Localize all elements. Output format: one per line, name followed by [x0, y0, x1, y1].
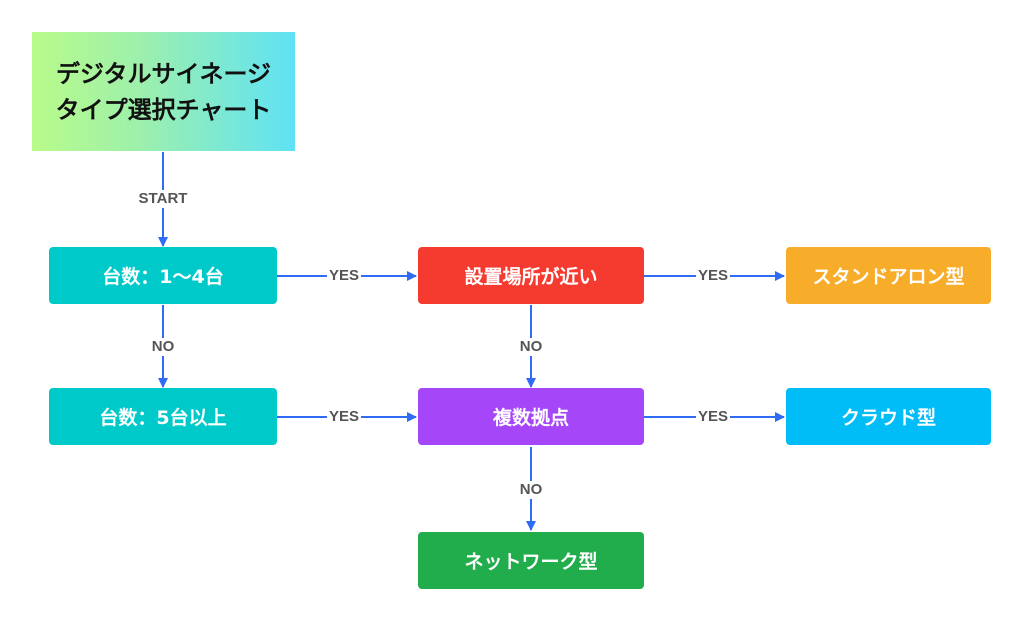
chart-title-line-1: デジタルサイネージ [55, 59, 272, 88]
node-location-near-label: 設置場所が近い [464, 266, 598, 288]
node-standalone-type: スタンドアロン型 [786, 247, 991, 304]
node-network-type: ネットワーク型 [418, 532, 644, 589]
chart-title-line-2: タイプ選択チャート [55, 95, 272, 124]
edge-label-yes-q4: YES [695, 408, 731, 426]
edge-label-start: START [136, 190, 190, 208]
edge-label-no-q3: NO [517, 338, 545, 356]
node-standalone-type-label: スタンドアロン型 [812, 266, 965, 288]
node-location-near: 設置場所が近い [418, 247, 644, 304]
node-multiple-sites-label: 複数拠点 [492, 407, 569, 429]
edge-label-yes-q3: YES [695, 267, 731, 285]
edge-label-yes-q2: YES [326, 408, 362, 426]
node-cloud-type-label: クラウド型 [840, 407, 936, 429]
node-multiple-sites: 複数拠点 [418, 388, 644, 445]
node-count-1-4-label: 台数：1〜4台 [102, 266, 224, 288]
node-network-type-label: ネットワーク型 [464, 551, 598, 573]
node-count-1-4: 台数：1〜4台 [49, 247, 277, 304]
edge-label-yes-q1: YES [326, 267, 362, 285]
chart-title-box: デジタルサイネージ タイプ選択チャート [32, 32, 295, 151]
edge-label-no-q4: NO [517, 481, 545, 499]
node-count-5-plus: 台数：5台以上 [49, 388, 277, 445]
edge-label-no-q1: NO [149, 338, 177, 356]
node-cloud-type: クラウド型 [786, 388, 991, 445]
node-count-5-plus-label: 台数：5台以上 [99, 407, 227, 429]
